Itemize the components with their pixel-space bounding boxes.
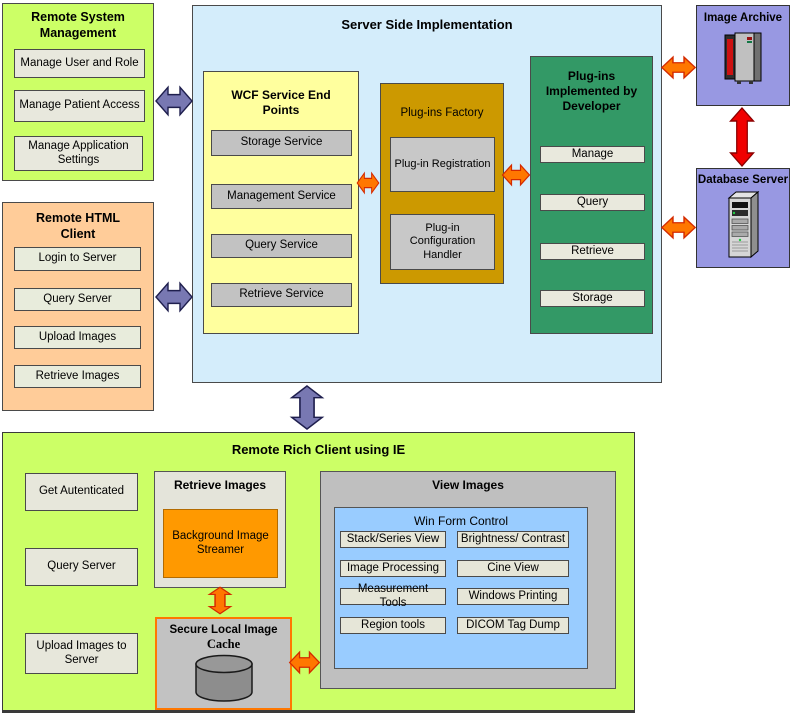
- node-storage-service: Storage Service: [211, 130, 352, 156]
- node-plugin-manage: Manage: [540, 146, 645, 163]
- arrow-server-image-archive: [660, 54, 697, 81]
- node-retrieve-images: Retrieve Images: [14, 365, 141, 388]
- node-image-processing: Image Processing: [340, 560, 446, 577]
- rich-client-title: Remote Rich Client using IE: [231, 442, 406, 457]
- plugins-developer-box: Plug-ins Implemented by Developer Manage…: [530, 56, 653, 334]
- node-measurement-tools: Measurement Tools: [340, 583, 446, 609]
- node-brightness-contrast: Brightness/ Contrast: [457, 531, 569, 548]
- node-upload-images: Upload Images: [14, 326, 141, 349]
- node-stack-series-view: Stack/Series View: [340, 531, 446, 548]
- win-form-control-box: Win Form Control Stack/Series View Image…: [334, 507, 588, 669]
- secure-local-image-cache-box: Secure Local Image Cache: [155, 617, 292, 710]
- node-get-autenticated: Get Autenticated: [25, 473, 138, 511]
- arrow-wcf-factory: [356, 170, 380, 196]
- win-form-control-title: Win Form Control: [413, 514, 508, 528]
- node-manage-application-settings: Manage Application Settings: [14, 136, 143, 171]
- node-background-image-streamer: Background Image Streamer: [163, 509, 278, 578]
- node-upload-images-to-server: Upload Images to Server: [25, 633, 138, 674]
- arrow-html-client-server: [154, 279, 194, 315]
- node-retrieve-service: Retrieve Service: [211, 283, 352, 307]
- cache-title-line2: Cache: [206, 637, 241, 651]
- view-images-title: View Images: [432, 478, 504, 492]
- remote-html-client-title: Remote HTML Client: [35, 211, 121, 241]
- remote-html-client-box: Remote HTML Client Login to Server Query…: [2, 202, 154, 411]
- retrieve-images-box: Retrieve Images Background Image Streame…: [154, 471, 286, 588]
- node-manage-patient-access: Manage Patient Access: [14, 90, 145, 122]
- arrow-server-rich-client: [287, 384, 327, 431]
- database-server-title: Database Server: [697, 174, 789, 186]
- arrow-streamer-cache: [206, 586, 234, 615]
- node-plugin-query: Query: [540, 194, 645, 211]
- arrow-archive-database: [727, 106, 757, 168]
- node-query-service: Query Service: [211, 234, 352, 258]
- arrow-system-management-server: [154, 83, 194, 119]
- node-cine-view: Cine View: [457, 560, 569, 577]
- node-plugin-registration: Plug-in Registration: [390, 137, 495, 192]
- wcf-endpoints-box: WCF Service End Points Storage Service M…: [203, 71, 359, 334]
- node-dicom-tag-dump: DICOM Tag Dump: [457, 617, 569, 634]
- node-plugin-retrieve: Retrieve: [540, 243, 645, 260]
- server-side-box: Server Side Implementation WCF Service E…: [192, 5, 662, 383]
- server-side-title: Server Side Implementation: [341, 17, 513, 32]
- node-management-service: Management Service: [211, 184, 352, 209]
- node-plugin-configuration-handler: Plug-in Configuration Handler: [390, 214, 495, 270]
- node-plugin-storage: Storage: [540, 290, 645, 307]
- view-images-box: View Images Win Form Control Stack/Serie…: [320, 471, 616, 689]
- arrow-factory-plugins: [501, 162, 531, 188]
- rich-client-box: Remote Rich Client using IE Get Autentic…: [2, 432, 635, 713]
- mainframe-server-icon: [720, 30, 766, 93]
- image-archive-box: Image Archive: [696, 5, 790, 106]
- arrow-cache-view-images: [288, 649, 321, 676]
- node-manage-user-and-role: Manage User and Role: [14, 49, 145, 78]
- database-cylinder-icon: [188, 653, 260, 710]
- node-windows-printing: Windows Printing: [457, 588, 569, 605]
- arrow-server-database: [660, 214, 697, 241]
- plugins-developer-title: Plug-ins Implemented by Developer: [545, 69, 638, 113]
- tower-server-icon: [722, 189, 764, 270]
- wcf-endpoints-title: WCF Service End Points: [231, 88, 331, 117]
- node-login-to-server: Login to Server: [14, 247, 141, 271]
- plugins-factory-box: Plug-ins Factory Plug-in Registration Pl…: [380, 83, 504, 284]
- cache-title-line1: Secure Local Image: [169, 624, 278, 636]
- database-server-box: Database Server: [696, 168, 790, 268]
- node-region-tools: Region tools: [340, 617, 446, 634]
- retrieve-images-title: Retrieve Images: [173, 478, 267, 492]
- plugins-factory-title: Plug-ins Factory: [400, 107, 484, 119]
- remote-system-management-box: Remote System Management Manage User and…: [2, 3, 154, 181]
- node-query-server-html: Query Server: [14, 288, 141, 311]
- node-query-server-rich: Query Server: [25, 548, 138, 586]
- image-archive-title: Image Archive: [703, 12, 783, 24]
- remote-system-management-title: Remote System Management: [31, 10, 125, 40]
